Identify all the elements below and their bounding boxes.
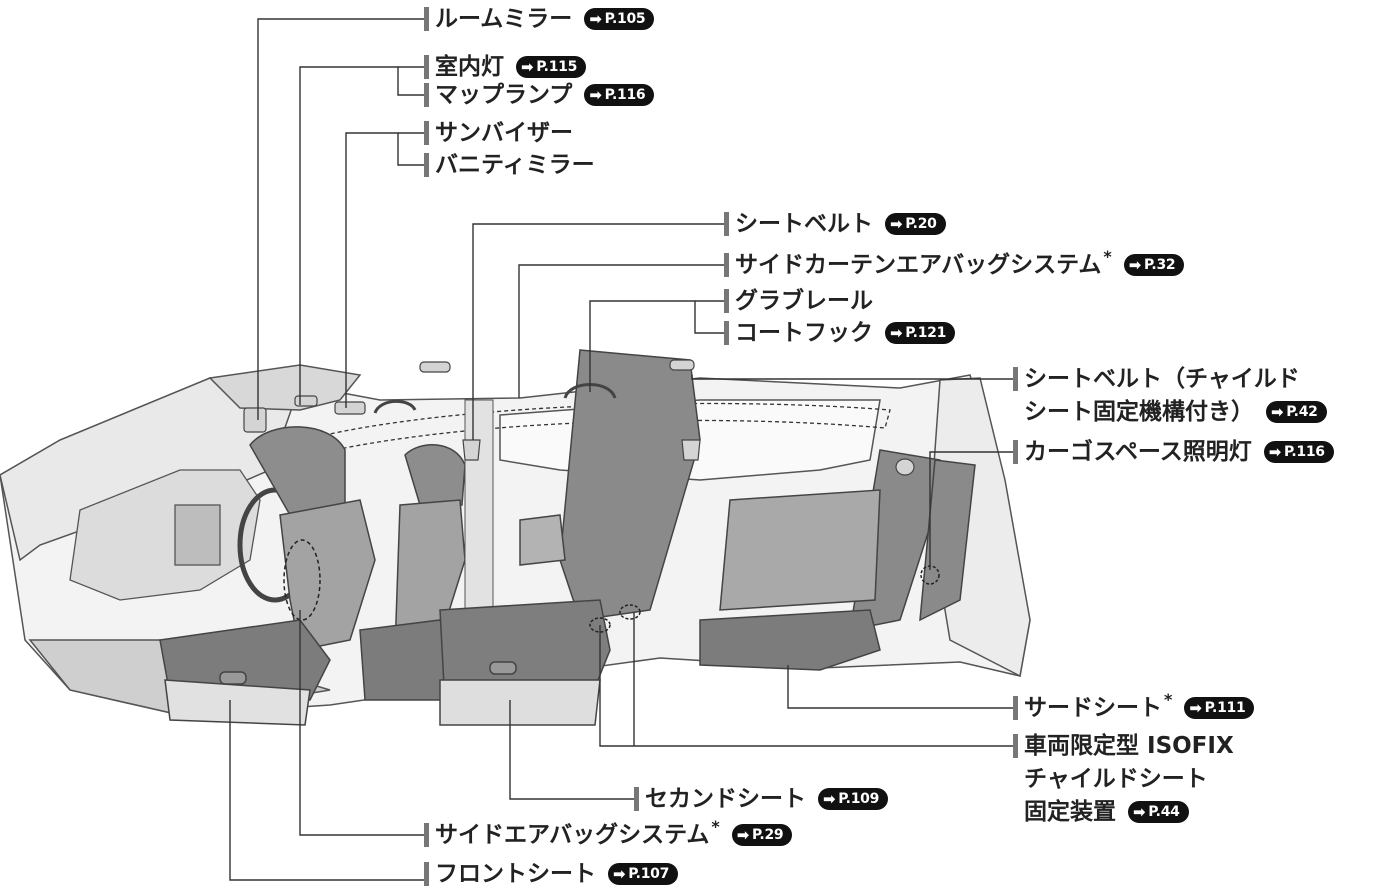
right-arrow-icon: ➡ — [613, 865, 626, 883]
right-arrow-icon: ➡ — [890, 324, 903, 342]
page-ref-badge[interactable]: ➡P.115 — [516, 56, 587, 78]
label-text: サンバイザー — [435, 120, 573, 146]
page-ref-badge[interactable]: ➡P.109 — [818, 788, 889, 810]
label-isofix-line2: チャイルドシート — [1024, 765, 1208, 793]
marker-bar — [724, 289, 729, 313]
asterisk: * — [711, 817, 720, 836]
asterisk: * — [1103, 247, 1112, 266]
label-text: シートベルト — [735, 211, 873, 237]
right-arrow-icon: ➡ — [890, 215, 903, 233]
label-text: セカンドシート — [645, 786, 806, 812]
page-ref-badge[interactable]: ➡P.116 — [1263, 441, 1334, 463]
label-text: ルームミラー — [435, 6, 573, 32]
label-text: シートベルト（チャイルド — [1024, 366, 1300, 392]
third-row-seats — [699, 449, 976, 671]
right-arrow-icon: ➡ — [521, 58, 534, 76]
marker-bar — [1013, 440, 1018, 464]
right-arrow-icon: ➡ — [1133, 803, 1146, 821]
right-arrow-icon: ➡ — [1271, 403, 1284, 421]
marker-bar — [634, 787, 639, 811]
marker-bar — [424, 55, 429, 79]
label-isofix: 車両限定型 ISOFIX — [1013, 732, 1234, 760]
label-interior-light: 室内灯 ➡P.115 — [424, 53, 587, 81]
marker-bar — [1013, 367, 1018, 391]
label-curtain-airbag: サイドカーテンエアバッグシステム* ➡P.32 — [724, 247, 1185, 279]
marker-bar — [424, 121, 429, 145]
right-arrow-icon: ➡ — [1128, 256, 1142, 274]
second-row-seats — [439, 349, 701, 726]
label-third-seat: サードシート* ➡P.111 — [1013, 690, 1255, 722]
page-ref-badge[interactable]: ➡P.32 — [1123, 254, 1185, 276]
label-text: シート固定機構付き） — [1024, 399, 1254, 425]
label-text: カーゴスペース照明灯 — [1024, 439, 1252, 465]
label-coat-hook: コートフック ➡P.121 — [724, 319, 956, 347]
marker-bar — [1013, 696, 1018, 720]
marker-bar — [424, 823, 429, 847]
right-arrow-icon: ➡ — [589, 86, 602, 104]
marker-bar — [724, 321, 729, 345]
front-seats — [159, 426, 466, 726]
page-ref-badge[interactable]: ➡P.44 — [1128, 801, 1189, 823]
marker-bar — [424, 7, 429, 31]
curtain-airbag-zone — [269, 402, 891, 466]
label-text: グラブレール — [735, 288, 873, 314]
page-ref-badge[interactable]: ➡P.105 — [584, 8, 655, 30]
label-map-lamp: マップランプ ➡P.116 — [424, 81, 655, 109]
right-arrow-icon: ➡ — [1268, 443, 1282, 461]
marker-bar — [1013, 734, 1018, 758]
label-text: フロントシート — [435, 861, 596, 887]
page-ref-badge[interactable]: ➡P.42 — [1266, 401, 1327, 423]
marker-bar — [724, 253, 729, 277]
label-child-seat-belt: シートベルト（チャイルド — [1013, 365, 1300, 393]
roof-fixtures — [243, 359, 915, 476]
label-text: サイドエアバッグシステム* — [435, 817, 720, 848]
label-text: チャイルドシート — [1024, 766, 1208, 792]
marker-bar — [424, 153, 429, 177]
right-arrow-icon: ➡ — [1189, 699, 1202, 717]
label-room-mirror: ルームミラー ➡P.105 — [424, 5, 655, 33]
page-ref-badge[interactable]: ➡P.20 — [885, 213, 946, 235]
right-arrow-icon: ➡ — [589, 10, 602, 28]
label-side-airbag: サイドエアバッグシステム* ➡P.29 — [424, 817, 793, 849]
label-text: マップランプ — [435, 82, 573, 108]
label-text: サードシート* — [1024, 690, 1173, 721]
label-text: サイドカーテンエアバッグシステム* — [735, 247, 1112, 278]
label-text: 固定装置 — [1024, 799, 1116, 825]
label-second-seat: セカンドシート ➡P.109 — [634, 785, 889, 813]
page-ref-badge[interactable]: ➡P.116 — [584, 84, 655, 106]
label-grab-rail: グラブレール — [724, 287, 873, 315]
label-cargo-light: カーゴスペース照明灯 ➡P.116 — [1013, 438, 1334, 466]
marker-bar — [724, 212, 729, 236]
label-vanity-mirror: バニティミラー — [424, 151, 595, 179]
dashboard — [69, 469, 313, 603]
label-isofix-line3: 固定装置 ➡P.44 — [1024, 798, 1189, 826]
label-text: 室内灯 — [435, 54, 504, 80]
asterisk: * — [1164, 690, 1173, 709]
label-front-seat: フロントシート ➡P.107 — [424, 860, 679, 888]
right-arrow-icon: ➡ — [736, 826, 750, 844]
label-text: コートフック — [735, 320, 873, 346]
page-ref-badge[interactable]: ➡P.29 — [731, 824, 793, 846]
page-ref-badge[interactable]: ➡P.121 — [885, 322, 956, 344]
label-child-seat-belt-line2: シート固定機構付き） ➡P.42 — [1024, 398, 1327, 426]
label-seat-belt: シートベルト ➡P.20 — [724, 210, 946, 238]
label-text: バニティミラー — [435, 152, 595, 178]
page-ref-badge[interactable]: ➡P.111 — [1184, 697, 1255, 719]
marker-bar — [424, 83, 429, 107]
leader-lines — [229, 18, 1013, 881]
marker-bar — [424, 862, 429, 886]
label-sun-visor: サンバイザー — [424, 119, 573, 147]
page-ref-badge[interactable]: ➡P.107 — [608, 863, 679, 885]
right-arrow-icon: ➡ — [823, 790, 836, 808]
label-text: 車両限定型 ISOFIX — [1024, 733, 1234, 759]
